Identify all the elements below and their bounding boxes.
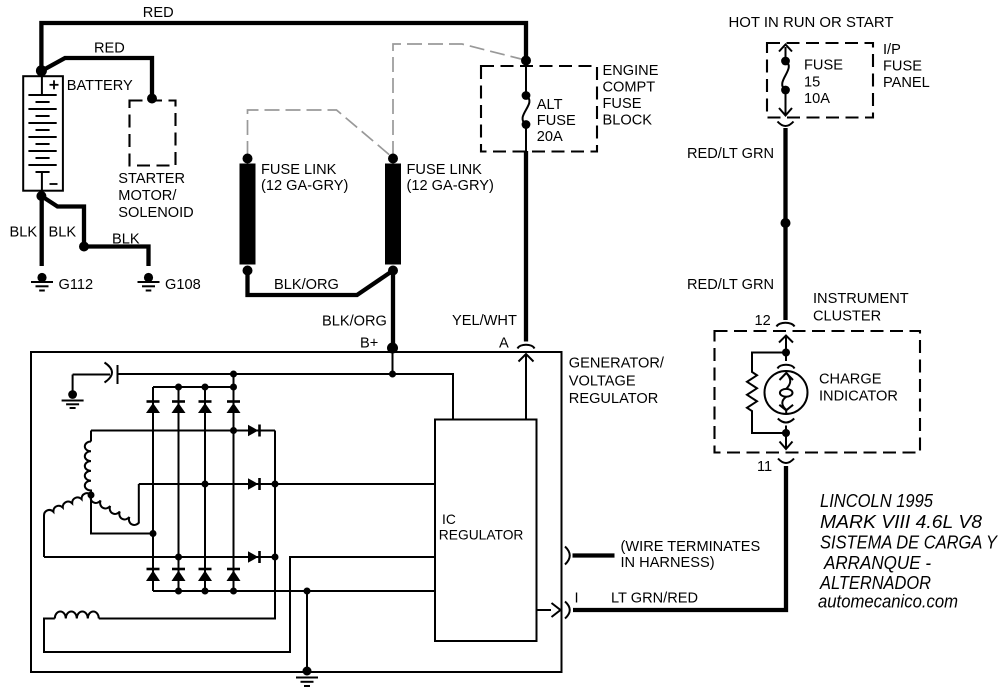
svg-text:MOTOR/: MOTOR/	[118, 188, 177, 204]
svg-text:BLK/ORG: BLK/ORG	[322, 314, 387, 330]
svg-text:RED: RED	[143, 5, 174, 21]
svg-text:INSTRUMENT: INSTRUMENT	[813, 291, 909, 307]
svg-text:(WIRE TERMINATES: (WIRE TERMINATES	[621, 539, 761, 555]
svg-text:G112: G112	[59, 277, 94, 293]
svg-text:BLOCK: BLOCK	[603, 113, 653, 129]
svg-text:GENERATOR/: GENERATOR/	[569, 356, 665, 372]
svg-text:YEL/WHT: YEL/WHT	[452, 313, 517, 329]
svg-text:COMPT: COMPT	[603, 80, 656, 96]
svg-text:ENGINE: ENGINE	[603, 63, 659, 79]
svg-text:12: 12	[755, 313, 771, 329]
svg-text:11: 11	[757, 459, 772, 475]
svg-text:BATTERY: BATTERY	[67, 78, 133, 94]
svg-text:STARTER: STARTER	[118, 171, 185, 187]
svg-text:I/P: I/P	[883, 42, 901, 58]
svg-text:FUSE LINK: FUSE LINK	[261, 162, 337, 178]
svg-text:INDICATOR: INDICATOR	[819, 389, 898, 405]
svg-text:PANEL: PANEL	[883, 75, 930, 91]
svg-text:ARRANQUE -: ARRANQUE -	[823, 553, 931, 573]
svg-text:SOLENOID: SOLENOID	[118, 205, 193, 221]
svg-text:FUSE: FUSE	[883, 59, 922, 75]
svg-text:RED/LT GRN: RED/LT GRN	[687, 277, 774, 293]
svg-text:SISTEMA DE CARGA Y: SISTEMA DE CARGA Y	[820, 533, 999, 553]
svg-text:A: A	[499, 336, 509, 352]
svg-text:ALT: ALT	[537, 97, 563, 113]
svg-text:BLK/ORG: BLK/ORG	[274, 277, 339, 293]
svg-text:REGULATOR: REGULATOR	[569, 391, 658, 407]
svg-text:20A: 20A	[537, 129, 563, 145]
svg-text:BLK: BLK	[112, 232, 140, 248]
svg-text:LINCOLN 1995: LINCOLN 1995	[820, 491, 934, 511]
svg-text:automecanico.com: automecanico.com	[818, 592, 958, 612]
svg-text:CHARGE: CHARGE	[819, 372, 882, 388]
svg-text:HOT IN RUN OR START: HOT IN RUN OR START	[729, 14, 894, 31]
svg-text:G108: G108	[165, 277, 201, 293]
svg-text:CLUSTER: CLUSTER	[813, 309, 881, 325]
svg-text:(12 GA-GRY): (12 GA-GRY)	[407, 178, 494, 194]
svg-text:(12 GA-GRY): (12 GA-GRY)	[261, 178, 348, 194]
svg-text:BLK: BLK	[10, 225, 38, 241]
svg-text:MARK VIII 4.6L V8: MARK VIII 4.6L V8	[820, 512, 982, 532]
svg-text:I: I	[575, 591, 579, 607]
svg-text:VOLTAGE: VOLTAGE	[569, 374, 636, 390]
svg-text:B+: B+	[360, 336, 378, 352]
svg-text:RED/LT GRN: RED/LT GRN	[687, 146, 774, 162]
svg-text:10A: 10A	[804, 91, 830, 107]
svg-text:FUSE LINK: FUSE LINK	[407, 162, 483, 178]
svg-text:FUSE: FUSE	[603, 96, 642, 112]
svg-text:ALTERNADOR: ALTERNADOR	[819, 573, 931, 593]
svg-text:IN HARNESS): IN HARNESS)	[621, 555, 715, 571]
svg-text:REGULATOR: REGULATOR	[439, 528, 524, 543]
svg-text:LT GRN/RED: LT GRN/RED	[611, 591, 698, 607]
svg-text:FUSE: FUSE	[537, 113, 576, 129]
svg-text:FUSE: FUSE	[804, 58, 843, 74]
svg-text:IC: IC	[442, 512, 456, 527]
svg-text:RED: RED	[94, 41, 125, 57]
svg-text:BLK: BLK	[49, 225, 77, 241]
svg-text:15: 15	[804, 75, 820, 91]
